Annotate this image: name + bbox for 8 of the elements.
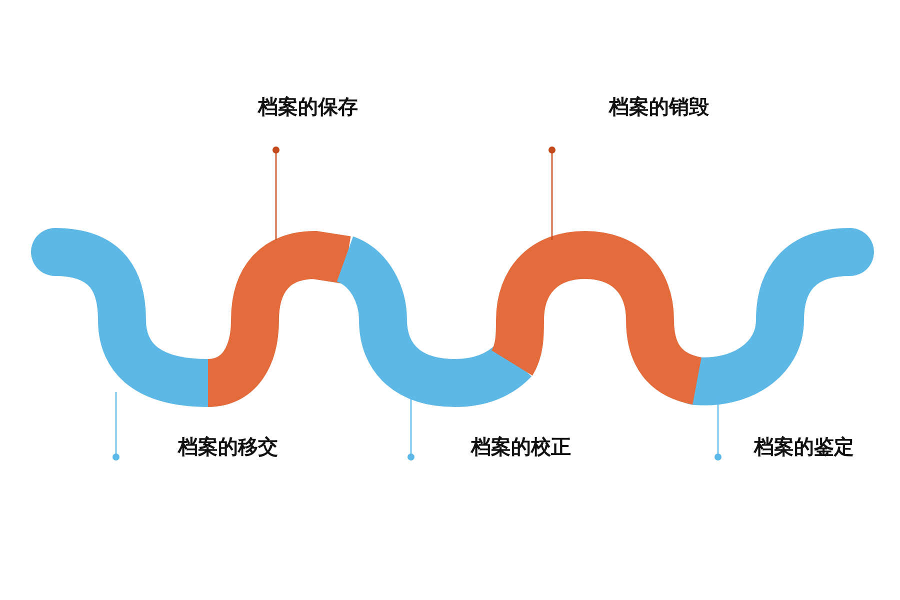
leader-line — [112, 392, 120, 460]
step-label: 档案的保存 — [258, 94, 358, 120]
leader-line — [548, 146, 556, 240]
step-label: 档案的移交 — [178, 434, 278, 460]
step-label: 档案的销毁 — [609, 94, 709, 120]
step-label: 档案的校正 — [471, 434, 571, 460]
step-label: 档案的鉴定 — [754, 434, 854, 460]
leader-line — [272, 146, 280, 240]
